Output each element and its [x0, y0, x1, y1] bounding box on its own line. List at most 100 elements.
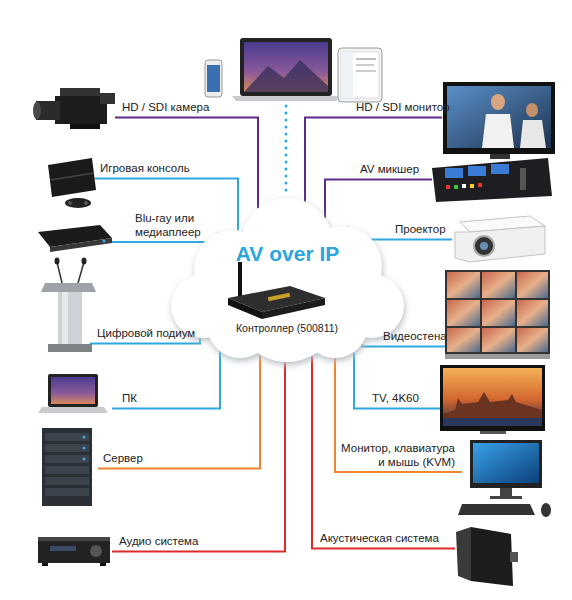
device-node: ПК	[112, 392, 220, 409]
controller-side	[228, 298, 262, 319]
phone-icon	[205, 60, 222, 97]
controller-antenna	[238, 262, 242, 298]
projector-icon-part	[455, 226, 545, 262]
camera-icon-part	[33, 102, 41, 120]
tv-icon-part	[443, 392, 542, 426]
video-wall-icon-part	[517, 272, 548, 298]
audio-receiver-icon-part	[50, 546, 76, 551]
kvm-workstation-icon-part	[470, 440, 542, 488]
connector-line	[362, 344, 445, 347]
podium-icon	[41, 258, 96, 353]
device-label: Аудио система	[119, 535, 285, 549]
podium-icon-part	[55, 258, 60, 265]
av-mixer-icon-part	[432, 158, 552, 202]
video-wall-icon-part	[447, 300, 480, 326]
podium-icon-part	[62, 292, 68, 344]
av-mixer-icon-part	[470, 184, 474, 188]
device-node: Проектор	[348, 223, 452, 240]
connector-line	[312, 356, 455, 549]
sdi-monitor-icon	[443, 82, 555, 159]
device-label: AV микшер	[360, 163, 432, 177]
camera-icon	[33, 88, 115, 129]
server-icon-part	[45, 455, 89, 463]
device-node: Видеостена	[362, 330, 445, 347]
device-label: Сервер	[103, 452, 260, 466]
tv-icon-part	[440, 365, 545, 431]
kvm-workstation-icon-part	[490, 496, 522, 499]
server-icon-part	[45, 477, 89, 485]
pc-laptop-icon	[38, 374, 108, 413]
sdi-monitor-icon-part	[447, 86, 551, 148]
device-label: Цифровой подиум	[97, 327, 200, 341]
device-node: Акустическая система	[312, 532, 455, 549]
server-icon-part	[83, 447, 86, 450]
camera-icon-part	[70, 124, 100, 129]
audio-receiver-icon	[38, 537, 110, 566]
device-node: HD / SDI камера	[115, 101, 258, 118]
kvm-workstation-icon-part	[473, 443, 539, 483]
av-mixer-icon-part	[445, 168, 463, 178]
tablet-icon-part	[356, 70, 376, 72]
audio-receiver-icon-part	[38, 537, 110, 541]
video-wall-icon-part	[517, 328, 548, 352]
av-mixer-icon-part	[478, 183, 482, 187]
pc-laptop-icon-part	[38, 407, 108, 413]
video-wall-icon-part	[482, 272, 515, 298]
kvm-workstation-icon-part	[541, 503, 551, 517]
device-node: TV, 4K60	[354, 392, 440, 409]
kvm-workstation-icon	[458, 440, 551, 517]
podium-icon-part	[57, 262, 62, 283]
kvm-workstation-icon-part	[458, 504, 535, 515]
server-icon-part	[45, 433, 89, 441]
podium-icon-part	[48, 344, 92, 352]
video-wall-icon-part	[482, 328, 515, 352]
audio-receiver-icon-part	[38, 537, 110, 563]
controller-device	[228, 262, 325, 319]
audio-receiver-icon-part	[90, 545, 102, 557]
speaker-icon-part	[456, 527, 471, 581]
speaker-icon-part	[510, 552, 518, 562]
device-node: Монитор, клавиатура и мышь (KVM)	[335, 442, 462, 472]
device-node: Аудио система	[112, 535, 285, 552]
laptop-icon-part	[240, 38, 332, 96]
device-label: Игровая консоль	[100, 162, 238, 176]
tablet-icon-part	[341, 52, 353, 98]
tv-icon-part	[443, 418, 542, 426]
podium-icon-part	[82, 258, 87, 265]
server-icon-part	[83, 458, 86, 461]
podium-icon-part	[78, 262, 84, 283]
controller-node: Контроллер (500811)	[222, 322, 352, 335]
device-label: ПК	[122, 392, 220, 406]
connector-line	[335, 358, 462, 472]
device-label: Акустическая система	[320, 532, 455, 546]
kvm-workstation-icon-part	[500, 488, 512, 496]
camera-icon-part	[60, 88, 100, 96]
tablet-icon-part	[356, 58, 376, 60]
tablet-icon-part	[341, 52, 379, 98]
sdi-monitor-icon-part	[482, 114, 514, 148]
sdi-monitor-icon-part	[526, 103, 538, 117]
server-icon-part	[45, 444, 89, 452]
sdi-monitor-icon-part	[490, 154, 510, 159]
game-console-icon	[48, 158, 96, 208]
video-wall-icon-part	[445, 354, 550, 359]
cloud-body	[171, 198, 404, 362]
camera-icon-part	[100, 93, 115, 104]
tablet-icon-part	[356, 64, 374, 66]
tv-icon-part	[480, 431, 506, 434]
laptop-icon-part	[232, 96, 340, 101]
laptop-icon	[232, 38, 340, 101]
device-label: Blu-ray или медиаплеер	[135, 212, 218, 239]
video-wall-icon	[445, 270, 550, 359]
device-label: TV, 4K60	[372, 392, 440, 406]
server-icon	[42, 428, 92, 506]
device-node: Цифровой подиум	[90, 327, 200, 344]
phone-icon-part	[205, 60, 222, 97]
device-node: AV микшер	[325, 163, 432, 180]
tv-icon-part	[443, 368, 542, 426]
projector-icon-part	[480, 242, 488, 250]
sdi-monitor-icon-part	[443, 82, 555, 154]
video-wall-icon-part	[517, 300, 548, 326]
server-icon-part	[42, 428, 92, 506]
